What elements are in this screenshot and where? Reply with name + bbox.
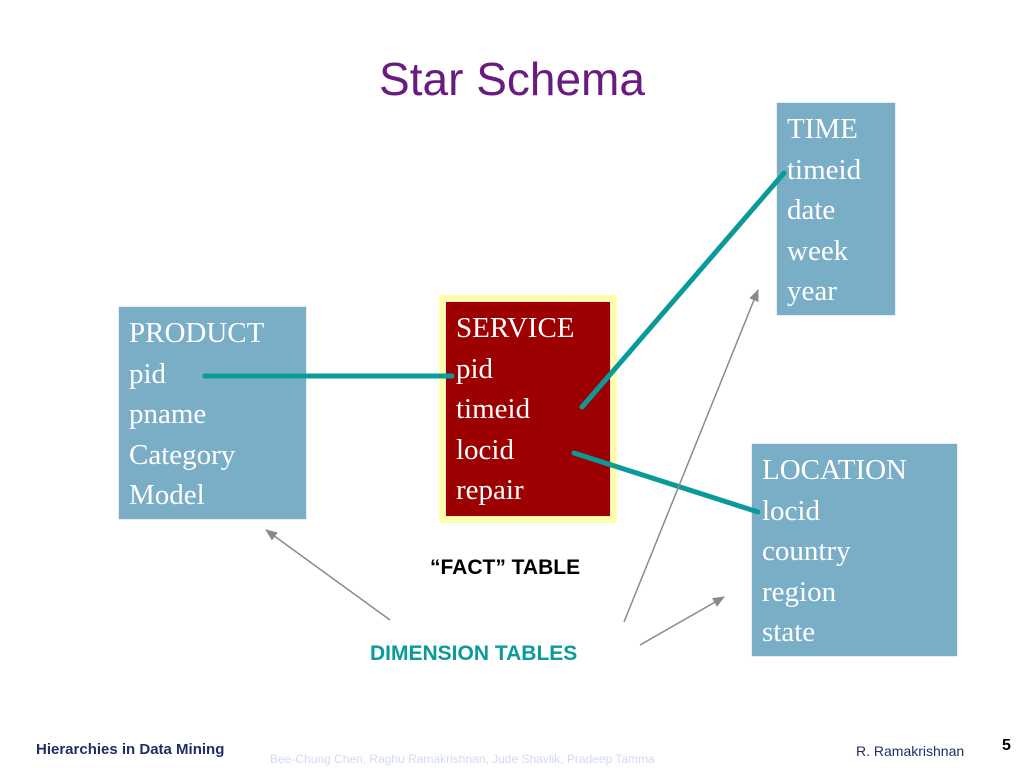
footer-authors: Bee-Chung Chen, Raghu Ramakrishnan, Jude… bbox=[270, 752, 655, 766]
product-field-model: Model bbox=[129, 479, 205, 511]
time-table: TIME timeid date week year bbox=[776, 102, 896, 316]
product-field-pid: pid bbox=[129, 357, 167, 390]
time-field-date: date bbox=[787, 194, 836, 226]
product-table: PRODUCT pid pname Category Model bbox=[118, 306, 307, 520]
arrow-to-product bbox=[265, 529, 391, 621]
arrow-to-location bbox=[639, 596, 725, 646]
service-field-locid: locid bbox=[456, 433, 514, 466]
location-table: LOCATION locid country region state bbox=[751, 443, 958, 657]
location-field-locid: locid bbox=[762, 494, 820, 527]
product-field-category: Category bbox=[129, 438, 236, 471]
time-field-timeid: timeid bbox=[787, 153, 862, 186]
product-table-name: PRODUCT bbox=[129, 317, 265, 349]
dimension-tables-label: DIMENSION TABLES bbox=[370, 642, 578, 665]
timeid-connector-line bbox=[579, 170, 787, 410]
fact-table-label: “FACT” TABLE bbox=[430, 556, 581, 579]
service-field-pid: pid bbox=[456, 352, 494, 385]
service-field-timeid: timeid bbox=[456, 393, 531, 425]
footer-author: R. Ramakrishnan bbox=[856, 743, 965, 759]
slide-title: Star Schema bbox=[379, 53, 645, 105]
product-field-pname: pname bbox=[129, 398, 207, 430]
location-field-country: country bbox=[762, 535, 851, 567]
footer-course-title: Hierarchies in Data Mining bbox=[36, 741, 225, 758]
fact-table-highlight: SERVICE pid timeid locid repair bbox=[439, 295, 617, 523]
time-field-year: year bbox=[787, 275, 837, 307]
location-table-name: LOCATION bbox=[762, 454, 907, 486]
location-field-state: state bbox=[762, 616, 816, 648]
location-field-region: region bbox=[762, 575, 837, 608]
arrow-to-time bbox=[623, 289, 759, 623]
service-table-name: SERVICE bbox=[456, 312, 575, 344]
locid-connector-line bbox=[571, 450, 761, 515]
service-fact-table: SERVICE pid timeid locid repair bbox=[445, 301, 611, 517]
time-field-week: week bbox=[787, 234, 849, 267]
time-table-name: TIME bbox=[787, 113, 858, 145]
page-number: 5 bbox=[1002, 737, 1011, 754]
service-field-repair: repair bbox=[456, 474, 524, 506]
